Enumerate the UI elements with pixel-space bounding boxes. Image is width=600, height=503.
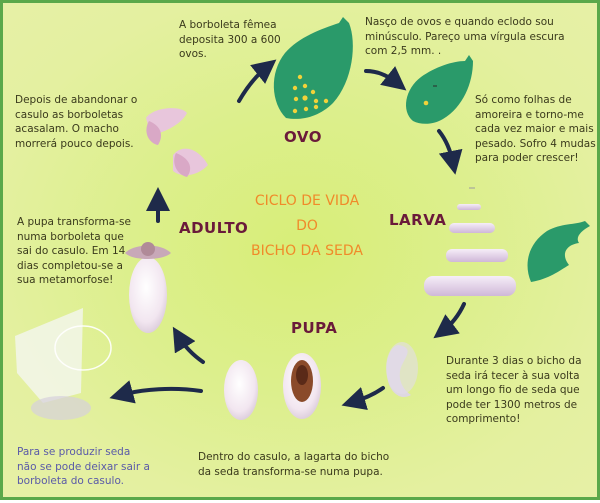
caption-line: deposita 300 a 600 [179,33,281,46]
caption-line: numa borboleta que [17,230,124,243]
caption-pupa-inside: Dentro do casulo, a lagarta do bicho da … [198,450,389,479]
caption-mating: Depois de abandonar o casulo as borbolet… [15,93,137,151]
caption-line: Para se produzir seda [17,446,131,458]
caption-line: A borboleta fêmea [179,19,277,31]
egg-leaf-icon [273,17,353,119]
mating-moths [146,108,208,177]
mulberry-leaf-icon [527,221,590,282]
emerging-moth-cocoon [125,242,171,333]
caption-line: Durante 3 dias o bicho da [446,355,582,367]
diagram-artwork [15,17,590,420]
arrow-pupa-to-silk [109,380,203,404]
spinning-cocoon [386,342,418,398]
caption-line: acasalam. O macho [15,123,119,135]
caption-line: cada vez maior e mais [475,123,594,135]
caption-egg-laying: A borboleta fêmea deposita 300 a 600 ovo… [179,18,281,62]
caption-line: da seda transforma-se numa pupa. [198,465,383,478]
cycle-arrows [109,59,466,411]
caption-line: Nasço de ovos e quando eclodo sou [365,16,554,28]
hatchling-leaf-icon [406,55,473,124]
caption-line: morrerá pouco depois. [15,137,134,150]
caption-cocoon-spinning: Durante 3 dias o bicho da seda irá tecer… [446,354,582,427]
stage-label-egg: OVO [284,128,322,146]
caption-line: amoreira e torno-me [475,108,584,121]
caption-line: casulo as borboletas [15,108,124,121]
stage-label-larva: LARVA [389,211,447,229]
caption-line: Dentro do casulo, a lagarta do bicho [198,451,390,463]
caption-line: pode ter 1300 metros de [446,398,578,411]
caption-line: borboleta do casulo. [17,475,125,487]
caption-hatching: Nasço de ovos e quando eclodo sou minúsc… [365,15,565,59]
caption-line: dias completou-se a [17,259,123,272]
arrow-egg-to-hatchling [364,66,407,91]
stage-label-pupa: PUPA [291,319,338,337]
caption-line: com 2,5 mm. . [365,45,442,57]
title-line: DO [296,218,318,234]
pupa-cocoons [224,353,321,420]
caption-line: um longo fio de seda que [446,384,580,396]
caption-line: seda irá tecer à sua volta [446,369,580,382]
caption-line: Só como folhas de [475,94,572,106]
arrow-pupa-to-adult [172,326,205,364]
stage-label-adult: ADULTO [179,219,249,237]
title-line: BICHO DA SEDA [251,243,363,259]
caption-line: para poder crescer! [475,152,579,164]
caption-larva-growth: Só como folhas de amoreira e torno-me ca… [475,93,596,166]
caption-line: A pupa transforma-se [17,216,131,228]
caption-line: sai do casulo. Em 14 [17,245,126,257]
diagram-title: CICLO DE VIDA DO BICHO DA SEDA [239,189,375,264]
caption-line: comprimento! [446,413,521,425]
larvae-growth-stages [424,187,516,296]
caption-line: pesado. Sofro 4 mudas [475,137,596,150]
caption-line: minúsculo. Pareço uma vírgula escura [365,30,565,43]
title-line: CICLO DE VIDA [254,193,360,209]
caption-line: não se pode deixar sair a [17,460,150,473]
arrow-adult-to-egg [237,59,277,103]
caption-metamorphosis: A pupa transforma-se numa borboleta que … [17,215,131,288]
silk-skein [15,308,112,420]
caption-line: Depois de abandonar o [15,94,138,106]
caption-line: ovos. [179,48,207,60]
arrow-hatchling-to-larva [437,129,463,175]
arrow-cocoon-to-pupa [341,386,385,411]
caption-line: sua metamorfose! [17,274,114,286]
arrow-larva-to-cocoon [433,302,466,339]
caption-silk-production: Para se produzir seda não se pode deixar… [17,445,150,489]
